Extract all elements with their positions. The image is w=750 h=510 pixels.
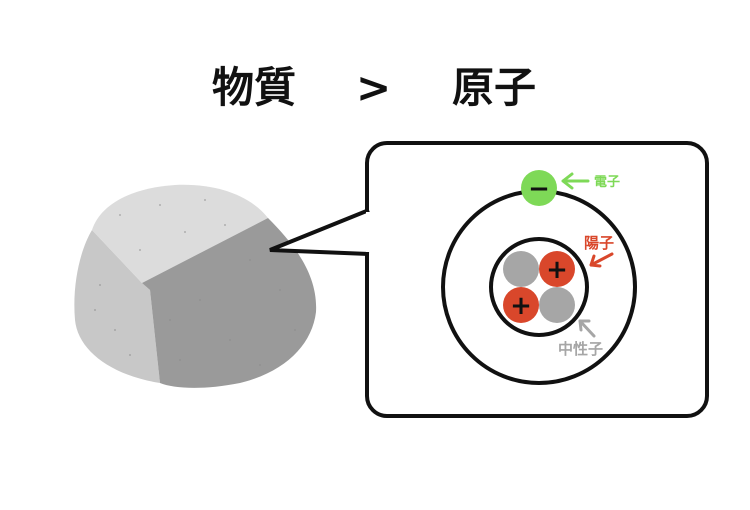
proton-top-right	[539, 251, 575, 287]
neutron-bottom-right	[539, 287, 575, 323]
rock-top-face	[92, 184, 268, 283]
proton-plus-sign: +	[510, 291, 532, 321]
rock-left-face	[74, 230, 160, 383]
title-row: 物質 > 原子	[0, 58, 750, 118]
proton-label: 陽子	[584, 234, 614, 252]
callout-pointer	[269, 208, 370, 256]
atom-model: + + −	[441, 170, 637, 385]
proton-plus-sign: +	[546, 255, 568, 285]
proton-bottom-left	[503, 287, 539, 323]
rock-illustration	[74, 184, 317, 388]
neutron-top-left	[503, 251, 539, 287]
electron-label: 電子	[594, 175, 620, 190]
proton-arrow	[589, 252, 614, 268]
title-greater-than: >	[356, 63, 392, 112]
atom-callout	[269, 141, 709, 418]
rock-right-face	[142, 218, 317, 388]
electron-arrow	[561, 172, 590, 190]
neutron-annotation: 中性子	[558, 319, 603, 358]
title-atom: 原子	[452, 63, 537, 112]
title-matter: 物質	[212, 63, 297, 112]
rock-speckles	[94, 199, 296, 366]
neutron-arrow	[578, 319, 596, 338]
neutron-label: 中性子	[558, 340, 603, 358]
electron-minus-sign: −	[528, 174, 550, 204]
electron	[521, 170, 557, 206]
proton-annotation: 陽子	[584, 234, 614, 268]
callout-box	[365, 141, 709, 418]
electron-annotation: 電子	[561, 172, 620, 190]
nucleus-boundary	[489, 237, 589, 337]
